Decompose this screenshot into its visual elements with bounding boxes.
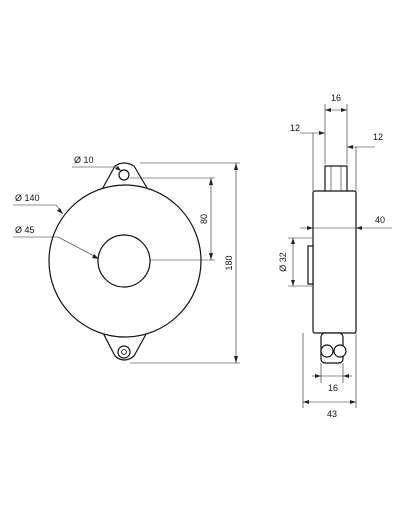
outer-diameter-label: Ø 140 [15, 193, 40, 203]
overall-depth-label: 43 [327, 409, 337, 419]
side-body [312, 190, 357, 334]
bottom-width-label: 16 [328, 383, 338, 393]
front-view: Ø 10 Ø 140 Ø 45 80 [13, 155, 240, 364]
bottom-ear-hole-inner [121, 349, 127, 355]
overall-height-dimension: 180 [224, 163, 238, 363]
inner-diameter-label: Ø 45 [15, 225, 35, 235]
right-offset-label: 12 [373, 132, 383, 142]
hole-diameter-label: Ø 10 [74, 155, 94, 165]
left-offset-label: 12 [290, 123, 300, 133]
side-view: 16 12 12 40 Ø [278, 93, 392, 419]
top-ear-hole [118, 169, 130, 181]
top-tab [324, 165, 348, 193]
left-offset-dimension: 12 [290, 123, 325, 191]
hole-spacing-label: 80 [199, 214, 209, 224]
overall-depth-dimension: 43 [302, 333, 357, 419]
right-offset-dimension: 12 [347, 132, 383, 191]
body-thickness-dimension: 40 [300, 215, 392, 230]
body-thickness-label: 40 [375, 215, 385, 225]
center-hole [97, 234, 151, 288]
overall-height-label: 180 [224, 255, 234, 270]
top-width-label: 16 [331, 93, 341, 103]
top-width-dimension: 16 [324, 93, 348, 164]
hole-diameter-callout: Ø 10 [72, 155, 122, 172]
side-boss [307, 245, 314, 285]
inner-diameter-callout: Ø 45 [13, 225, 99, 259]
side-diameter-label: Ø 32 [278, 252, 288, 272]
bottom-width-dimension: 16 [312, 363, 352, 393]
outer-diameter-callout: Ø 140 [13, 193, 64, 215]
side-diameter-dimension: Ø 32 [278, 237, 312, 287]
hole-spacing-dimension: 80 [199, 178, 213, 260]
